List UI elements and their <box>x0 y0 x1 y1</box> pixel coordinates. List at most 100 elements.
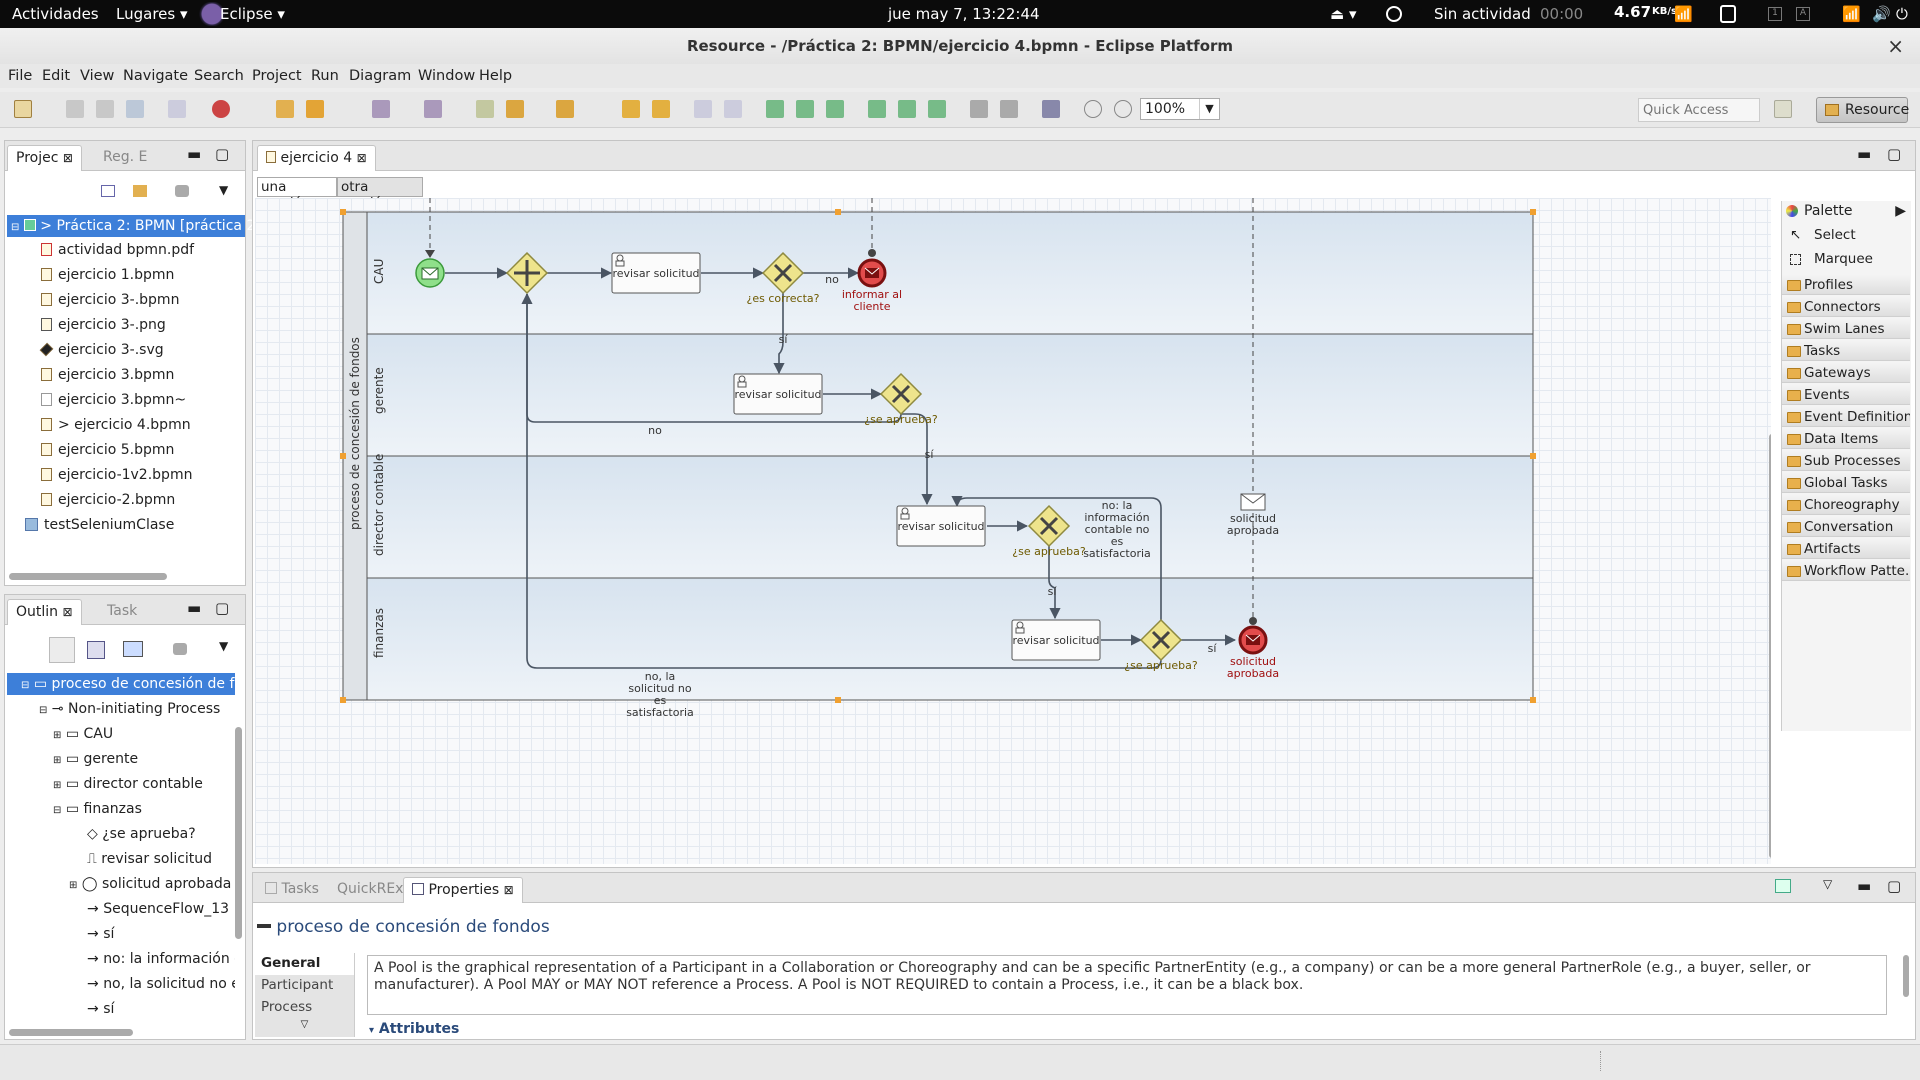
minimize-icon[interactable]: ▬ <box>1857 145 1872 163</box>
collapse-toggle-icon[interactable]: ⊟ <box>11 222 20 233</box>
drawer-artifacts[interactable]: Artifacts <box>1782 539 1910 559</box>
drawer-profiles[interactable]: Profiles <box>1782 275 1910 295</box>
drawer-tasks[interactable]: Tasks <box>1782 341 1910 361</box>
minimize-icon[interactable]: ▬ <box>1857 877 1872 895</box>
save-all-icon[interactable] <box>96 100 114 118</box>
tab-properties[interactable]: Properties ⊠ <box>403 877 523 903</box>
match-width-icon[interactable] <box>970 100 988 118</box>
power-icon[interactable]: ⏻ <box>1896 5 1908 23</box>
maximize-icon[interactable]: ▢ <box>215 599 230 617</box>
minimize-icon[interactable]: ▬ <box>187 599 202 617</box>
view-menu-icon[interactable]: ▼ <box>219 639 229 653</box>
view-menu-icon[interactable]: ▼ <box>219 183 229 197</box>
maximize-icon[interactable]: ▢ <box>1887 145 1902 163</box>
task-revisar-solicitud-director[interactable] <box>896 505 986 547</box>
end-event-solicitud-aprobada[interactable] <box>1238 625 1268 655</box>
drawer-gateways[interactable]: Gateways <box>1782 363 1910 383</box>
tree-item-project[interactable]: testSeleniumClase <box>25 514 174 536</box>
close-icon[interactable]: ⊠ <box>503 883 514 897</box>
message-flows[interactable] <box>429 198 1254 620</box>
close-icon[interactable]: ⊠ <box>62 151 73 165</box>
end-event-informar-cliente[interactable] <box>857 258 887 288</box>
tree-item-file[interactable]: > ejercicio 4.bpmn <box>41 414 191 436</box>
collapse-toggle-icon[interactable]: ⊟ <box>53 805 62 816</box>
tree-item-file[interactable]: ejercicio 3-.bpmn <box>41 289 179 311</box>
open-perspective-icon[interactable] <box>1774 100 1792 118</box>
back-icon[interactable] <box>506 100 524 118</box>
diagram-canvas[interactable]: revisar solicitud revisar solicitud revi… <box>255 198 1771 864</box>
gateway-se-aprueba-director[interactable] <box>1027 504 1071 548</box>
palette-header[interactable]: Palette▶ <box>1782 201 1910 221</box>
tool-marquee[interactable]: Marquee <box>1782 249 1910 269</box>
filter-icon[interactable] <box>175 185 189 197</box>
task-revisar-solicitud-cau[interactable] <box>611 252 701 294</box>
expand-toggle-icon[interactable]: ⊞ <box>69 880 78 891</box>
menu-diagram[interactable]: Diagram <box>349 68 412 84</box>
print-icon[interactable] <box>126 100 144 118</box>
last-edit-icon[interactable] <box>476 100 494 118</box>
tree-item-file[interactable]: ejercicio 3-.png <box>41 314 166 336</box>
lane-gerente[interactable] <box>366 333 1534 457</box>
drawer-connectors[interactable]: Connectors <box>1782 297 1910 317</box>
align-center-icon[interactable] <box>796 100 814 118</box>
tree-item-file[interactable]: ejercicio-2.bpmn <box>41 489 175 511</box>
side-tab-general[interactable]: General <box>255 953 354 975</box>
outline-item-gateway[interactable]: ◇ ¿se aprueba? <box>87 823 196 845</box>
bus-icon[interactable] <box>1720 5 1736 23</box>
resource-perspective-button[interactable]: Resource <box>1816 97 1909 123</box>
drawer-workflow-patterns[interactable]: Workflow Patte... <box>1782 561 1910 581</box>
gateway-se-aprueba-gerente[interactable] <box>879 372 923 416</box>
message-solicitud-aprobada[interactable] <box>1240 493 1266 511</box>
drawer-global-tasks[interactable]: Global Tasks <box>1782 473 1910 493</box>
window-close-button[interactable]: × <box>1887 34 1904 58</box>
minimize-icon[interactable]: ▬ <box>187 145 202 163</box>
volume-icon[interactable]: 🔊 <box>1872 5 1891 23</box>
sequence-flows[interactable] <box>445 267 1237 669</box>
maximize-icon[interactable]: ▢ <box>1887 877 1902 895</box>
drawer-event-definitions[interactable]: Event Definitions <box>1782 407 1910 427</box>
tab-ejercicio-4[interactable]: ejercicio 4 ⊠ <box>257 145 376 171</box>
expand-toggle-icon[interactable]: ⊞ <box>53 780 62 791</box>
places-menu[interactable]: Lugares ▾ <box>116 5 188 23</box>
overview-icon[interactable] <box>123 641 143 657</box>
tab-una-version[interactable]: una versión <box>257 177 337 211</box>
gateway-es-correcta[interactable] <box>761 251 805 295</box>
align-right-icon[interactable] <box>826 100 844 118</box>
quick-access-input[interactable] <box>1638 98 1760 122</box>
outline-item-flow[interactable]: → no, la solicitud no es <box>87 973 235 995</box>
zoom-out-icon[interactable] <box>1084 100 1102 118</box>
lane-finanzas[interactable] <box>366 577 1534 701</box>
wifi-signal-icon[interactable]: 📶 <box>1842 5 1861 23</box>
tree-item-project[interactable]: ⊟ > Práctica 2: BPMN [práctica 2 <box>7 215 255 237</box>
outline-item-task[interactable]: ⎍ revisar solicitud <box>87 848 212 870</box>
tab-registry[interactable]: Reg. E <box>103 149 148 165</box>
filter-icon[interactable] <box>173 643 187 655</box>
pin-icon[interactable] <box>1775 879 1791 893</box>
tree-item-file[interactable]: ejercicio-1v2.bpmn <box>41 464 192 486</box>
side-tab-scroll-down-icon[interactable]: ▽ <box>300 1019 309 1030</box>
chevron-down-icon[interactable]: ▼ <box>1199 99 1219 119</box>
terminal-icon[interactable] <box>168 100 186 118</box>
menu-navigate[interactable]: Navigate <box>123 68 189 84</box>
outline-item-flow[interactable]: → sí <box>87 923 114 945</box>
description-scrollbar[interactable] <box>1903 955 1909 997</box>
zoom-in-icon[interactable] <box>1114 100 1132 118</box>
outline-item-lane[interactable]: ⊞ ▭ director contable <box>53 773 203 795</box>
tree-item-file[interactable]: ejercicio 3.bpmn~ <box>41 389 186 411</box>
link-editor-icon[interactable] <box>133 185 147 197</box>
diagram-view-icon[interactable] <box>87 641 105 659</box>
drawer-events[interactable]: Events <box>1782 385 1910 405</box>
tree-item-file[interactable]: actividad bpmn.pdf <box>41 239 194 261</box>
tab-project-explorer[interactable]: Projec ⊠ <box>7 145 82 171</box>
expand-toggle-icon[interactable]: ▾ <box>369 1025 375 1036</box>
view-menu-icon[interactable]: ▽ <box>1823 877 1833 891</box>
new-icon[interactable] <box>14 100 32 118</box>
align-left-icon[interactable] <box>766 100 784 118</box>
collapse-toggle-icon[interactable]: ⊟ <box>21 680 30 691</box>
tree-view-icon[interactable] <box>49 637 75 663</box>
maximize-icon[interactable]: ▢ <box>215 145 230 163</box>
tab-tasks[interactable]: Tasks <box>257 877 327 903</box>
expand-toggle-icon[interactable]: ⊞ <box>53 755 62 766</box>
wifi-icon[interactable]: 📶 <box>1674 5 1693 23</box>
outline-item-event[interactable]: ⊞ ◯ solicitud aprobada <box>69 873 231 895</box>
